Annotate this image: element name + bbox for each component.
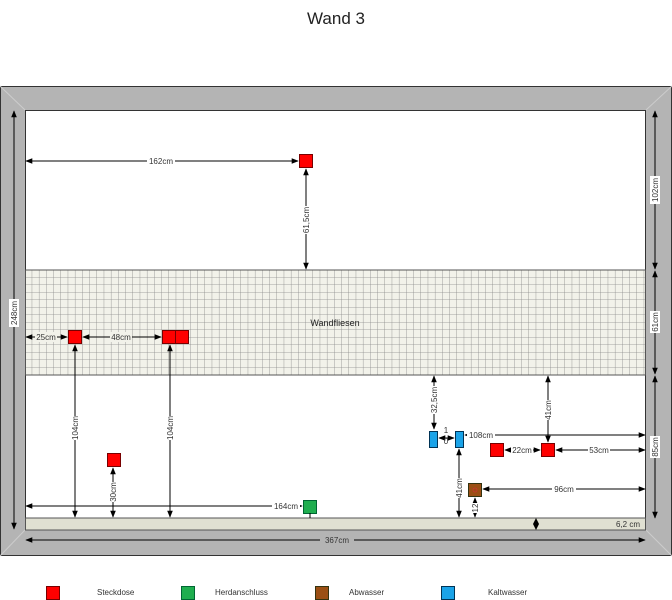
dim-tile-zone: 61cm [651,312,660,332]
dim-socket-top-below: 61,5cm [302,207,311,234]
dim-water-gap-bottom: 0 [444,437,449,446]
dim-socket-tile-gap: 48cm [111,333,131,342]
dim-abwasser-height: 12 [471,503,480,512]
floor-dimension-label: 6,2 cm [616,520,640,529]
drain-icon [468,483,482,497]
dim-water-below-tiles: 32,5cm [430,387,439,414]
dim-socket-low-height: 30cm [109,482,118,502]
legend-cold-water-icon [441,586,455,600]
frame-corner [645,529,672,557]
legend-label: Steckdose [97,588,135,597]
legend-label: Herdanschluss [215,588,268,597]
socket-icon [162,330,176,344]
cold-water-icon [429,431,438,448]
dim-socket-tile-left: 25cm [36,333,56,342]
dim-socket-tile-height-2: 104cm [166,416,175,440]
legend-label: Kaltwasser [488,588,527,597]
legend-stove-connection-icon [181,586,195,600]
frame-corner [645,85,672,111]
socket-icon [68,330,82,344]
socket-icon [490,443,504,457]
dim-water-gap-top: 1 [444,426,449,435]
dim-socket-right-right: 53cm [589,446,609,455]
dim-herd-left: 164cm [274,502,298,511]
page-title: Wand 3 [307,9,365,28]
legend-socket-icon [46,586,60,600]
cold-water-icon [455,431,464,448]
tile-zone [25,269,646,376]
floor-marker [533,518,539,530]
floor-strip [25,517,646,531]
dim-abwasser-right: 96cm [554,485,574,494]
dim-bottom-zone: 85cm [651,437,660,457]
dim-total-width: 367cm [325,536,349,545]
dim-socket-right-gap: 22cm [512,446,532,455]
dim-water-height: 41cm [455,478,464,498]
frame-corner [0,529,26,557]
legend-drain-icon [315,586,329,600]
tile-zone-label: Wandfliesen [310,318,359,328]
stove-connection-icon [303,500,317,514]
socket-icon [175,330,189,344]
legend: Steckdose Herdanschluss Abwasser Kaltwas… [46,586,527,600]
socket-icon [541,443,555,457]
frame-corner [0,85,26,111]
dim-socket-top-left: 162cm [149,157,173,166]
dim-water-right: 108cm [469,431,493,440]
dim-socket-right-below-tiles: 41cm [544,400,553,420]
dim-top-zone: 102cm [651,178,660,202]
dim-socket-tile-height-1: 104cm [71,416,80,440]
socket-icon [107,453,121,467]
dim-total-height: 248cm [10,301,19,325]
socket-icon [299,154,313,168]
legend-label: Abwasser [349,588,384,597]
